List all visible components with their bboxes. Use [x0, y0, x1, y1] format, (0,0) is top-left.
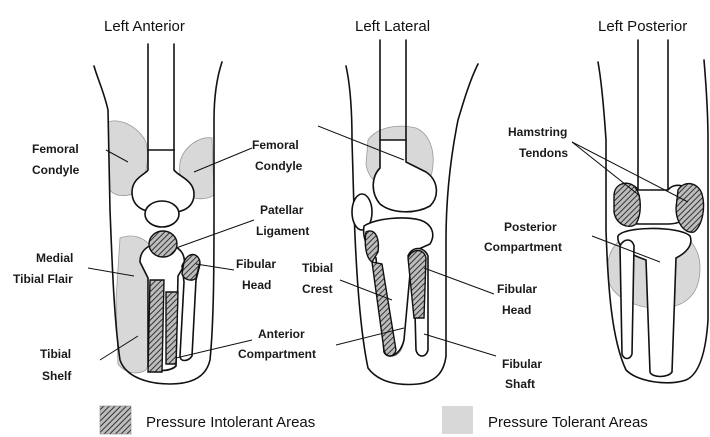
anterior-tibial-crest-area	[148, 280, 164, 372]
anterior-compartment-area	[166, 292, 178, 364]
anterior-patellar-ligament-area	[149, 231, 177, 257]
lateral-view	[346, 40, 478, 384]
label-posterior-compartment: Posterior Compartment	[484, 220, 562, 254]
label-fibular-head-anterior: Fibular Head	[236, 257, 279, 292]
label-patellar-ligament: Patellar Ligament	[256, 203, 309, 238]
labels: Femoral Condyle Medial Tibial Flair Tibi…	[13, 125, 571, 391]
legend-intolerant-label: Pressure Intolerant Areas	[146, 414, 315, 431]
legend-intolerant-swatch	[100, 406, 131, 434]
posterior-view	[598, 40, 708, 383]
label-medial-tibial-flair: Medial Tibial Flair	[13, 251, 77, 286]
title-left-anterior: Left Anterior	[104, 18, 185, 35]
legend-tolerant-swatch	[442, 406, 473, 434]
legend: Pressure Intolerant Areas Pressure Toler…	[100, 406, 648, 434]
label-fibular-head-lateral: Fibular Head	[497, 282, 540, 317]
anterior-patella	[145, 201, 179, 227]
title-left-lateral: Left Lateral	[355, 18, 430, 35]
anterior-view	[94, 44, 222, 384]
label-femoral-condyle-mid: Femoral Condyle	[252, 138, 303, 173]
label-femoral-condyle-left: Femoral Condyle	[32, 142, 82, 177]
label-hamstring-tendons: Hamstring Tendons	[508, 125, 571, 160]
posterior-hamstring-lateral-area	[676, 184, 704, 233]
posterior-hamstring-medial-area	[614, 183, 640, 226]
posterior-fibula	[620, 240, 634, 359]
label-tibial-crest: Tibial Crest	[302, 261, 336, 296]
title-left-posterior: Left Posterior	[598, 18, 687, 35]
lateral-fibular-head-area	[408, 251, 426, 319]
legend-tolerant-label: Pressure Tolerant Areas	[488, 414, 648, 431]
label-tibial-shelf: Tibial Shelf	[40, 347, 74, 383]
label-anterior-compartment: Anterior Compartment	[238, 327, 316, 361]
label-fibular-shaft: Fibular Shaft	[502, 357, 545, 391]
